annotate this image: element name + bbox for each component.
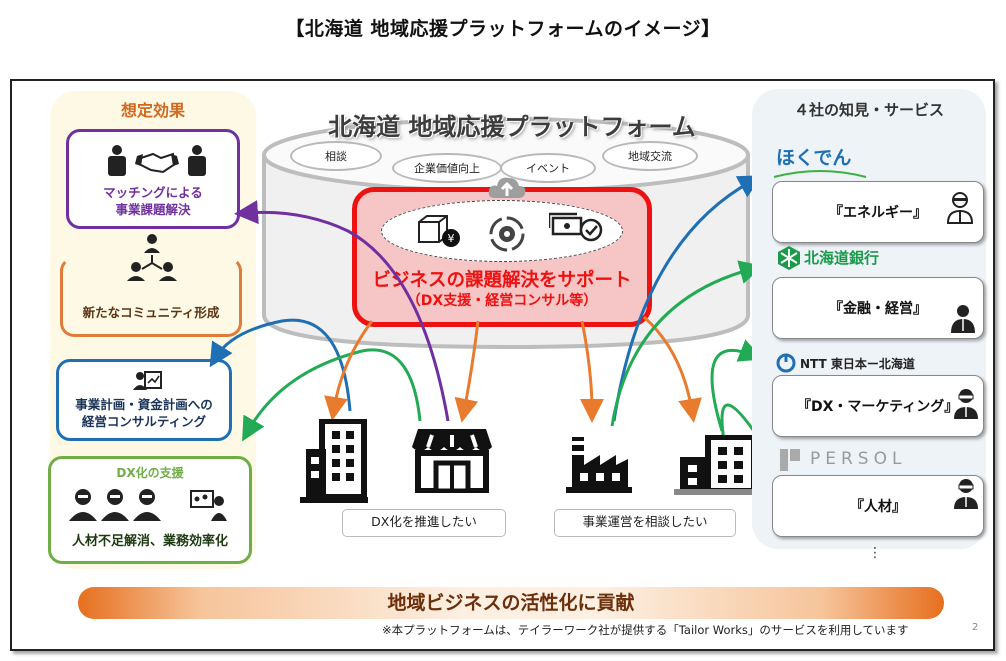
partners-title: ４社の知見・サービス (793, 101, 944, 119)
effect-heading: DX化の支援 (116, 466, 184, 480)
bubble-dx: DX化を推進したい (342, 509, 506, 537)
person-glasses-icon (954, 389, 978, 419)
arrow-orange (454, 320, 480, 423)
support-main-text: ビジネスの課題解決をサポート (372, 270, 632, 291)
support-sub-text: （DX支援・経営コンサル等） (406, 293, 598, 309)
logo-hokkaido-bank: 北海道銀行 (804, 249, 880, 267)
logo-ntt-mark: NTT (800, 357, 827, 371)
arrow-blue (612, 175, 763, 422)
svg-text:¥: ¥ (448, 232, 455, 245)
arrow-green (610, 260, 764, 427)
logo-hokuden: ほくでん (776, 147, 852, 169)
community-network-icon (127, 234, 177, 281)
arrow-orange (642, 315, 702, 423)
service-label: 『DX・マーケティング』 (797, 399, 959, 415)
service-label: 『金融・経営』 (829, 301, 927, 317)
hokuden-swoosh-icon (773, 170, 867, 178)
platform-title: 北海道 地域応援プラットフォーム (328, 113, 696, 141)
person-outline-icon (946, 192, 974, 224)
ntt-mark-icon (776, 353, 796, 373)
effect-label-line: 経営コンサルティング (81, 414, 207, 429)
persol-mark-icon (780, 449, 800, 471)
service-hr: 『人材』 (772, 475, 984, 537)
more-indicator: ⋮ (868, 545, 882, 561)
effect-label-line: 事業課題解決 (115, 202, 191, 217)
effect-matching: マッチングによる 事業課題解決 (66, 129, 240, 229)
presentation-chart-icon (133, 371, 162, 390)
effect-label-line: 新たなコミュニティ形成 (82, 305, 220, 320)
logo-ntt-name: 東日本ー北海道 (830, 357, 915, 371)
support-box: ¥ ビジネスの課題解決をサポート （DX支援・経営コンサル等） (352, 177, 652, 327)
office-building-icon (300, 419, 368, 503)
logo-persol: PERSOL (810, 449, 907, 469)
factory-icon (566, 437, 632, 493)
logo-ntt: NTT 東日本ー北海道 (800, 355, 915, 372)
arrow-green (242, 348, 422, 442)
pill-regional-exchange: 地域交流 (602, 141, 698, 171)
community-icon-bg (124, 231, 180, 287)
page-title: 【北海道 地域応援プラットフォームのイメージ】 (285, 18, 721, 40)
service-energy: 『エネルギー』 (772, 181, 984, 243)
service-label: 『エネルギー』 (829, 205, 927, 221)
arrow-green (710, 339, 764, 432)
arrow-purple (234, 200, 450, 422)
diagram-frame: 想定効果 マッチングによる 事業課題解決 新たなコミュニティ形成 (10, 79, 995, 651)
service-dx-marketing: 『DX・マーケティング』 (772, 375, 984, 437)
pill-corporate-value: 企業価値向上 (392, 153, 502, 183)
bubble-consult: 事業運営を相談したい (554, 509, 736, 537)
service-label: 『人材』 (850, 499, 906, 515)
arrow-orange (324, 320, 374, 421)
page-number: 2 (972, 622, 979, 633)
arrow-orange (579, 320, 604, 423)
cloud-upload-icon (488, 177, 526, 198)
pill-event: イベント (500, 153, 596, 183)
office-building-icon (674, 435, 764, 495)
effects-title: 想定効果 (120, 101, 185, 120)
contribution-banner: 地域ビジネスの活性化に貢献 (78, 587, 944, 619)
money-check-icon (549, 212, 603, 242)
service-finance: 『金融・経営』 (772, 277, 984, 339)
hokkaido-bank-mark-icon (778, 246, 800, 270)
effect-label-line: 事業計画・資金計画への (75, 397, 213, 412)
footnote: ※本プラットフォームは、テイラーワーク社が提供する「Tailor Works」の… (382, 623, 909, 637)
handshake-people-icon (108, 145, 206, 176)
connection-arrows (209, 175, 779, 470)
gear-cycle-icon (489, 216, 525, 252)
effect-community: 新たなコミュニティ形成 (60, 257, 242, 337)
box-yen-icon: ¥ (418, 215, 460, 247)
arrow-blue (209, 318, 352, 412)
effect-label-line: 人材不足解消、業務効率化 (71, 534, 228, 549)
effect-consulting: 事業計画・資金計画への 経営コンサルティング (56, 359, 232, 441)
pill-consultation: 相談 (290, 141, 382, 171)
person-suit-icon (951, 305, 975, 333)
effect-label-line: マッチングによる (103, 185, 203, 200)
staff-and-automation-icon (69, 489, 227, 521)
storefront-icon (412, 429, 492, 493)
person-glasses-icon (954, 479, 978, 509)
effect-dx-support: DX化の支援 人材不足解消、業務効率化 (48, 456, 252, 564)
